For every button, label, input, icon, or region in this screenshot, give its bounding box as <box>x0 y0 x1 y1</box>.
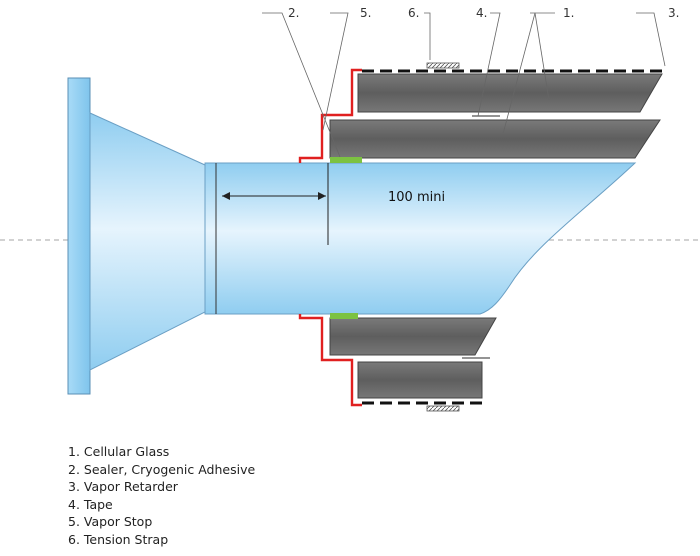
insulated-pipe-diagram: 100 mini 2. 5. 6. 4. 1. 3. <box>0 6 700 412</box>
tension-strap-top <box>426 62 460 69</box>
dimension-label: 100 mini <box>388 190 445 205</box>
legend-item-cellular-glass: 1. Cellular Glass <box>68 444 170 459</box>
cellular-glass-outer-top <box>357 73 663 113</box>
legend-item-tape: 4. Tape <box>68 496 113 512</box>
callout-5: 5. <box>360 6 371 20</box>
tension-strap-bottom <box>426 405 460 412</box>
legend-item-vapor-retarder: 3. Vapor Retarder <box>68 479 178 495</box>
leader-lines <box>262 12 666 158</box>
cellular-glass-inner-bottom <box>329 317 497 356</box>
pipe-flange <box>67 77 91 395</box>
cellular-glass-outer-bottom <box>357 361 483 399</box>
sealer-bottom <box>330 313 358 319</box>
callout-4: 4. <box>476 6 487 20</box>
callout-2: 2. <box>288 6 299 20</box>
pipe-body <box>204 162 637 315</box>
callout-3: 3. <box>668 6 679 20</box>
vapor-stop-bottom <box>298 314 362 407</box>
sealer-top <box>330 157 362 163</box>
pipe-reducer <box>89 112 206 371</box>
legend-item-tension-strap: 6. Tension Strap <box>68 531 169 547</box>
legend-list: 1. Cellular Glass 2. Sealer, Cryogenic A… <box>68 443 255 549</box>
vapor-stop-top <box>298 68 362 163</box>
dimension-marker <box>222 163 329 245</box>
cellular-glass-inner-top <box>329 119 661 159</box>
legend-item-sealer: 2. Sealer, Cryogenic Adhesive <box>68 461 256 477</box>
legend-item-vapor-stop: 5. Vapor Stop <box>68 514 153 530</box>
callout-1: 1. <box>563 6 574 20</box>
callout-6: 6. <box>408 6 419 20</box>
